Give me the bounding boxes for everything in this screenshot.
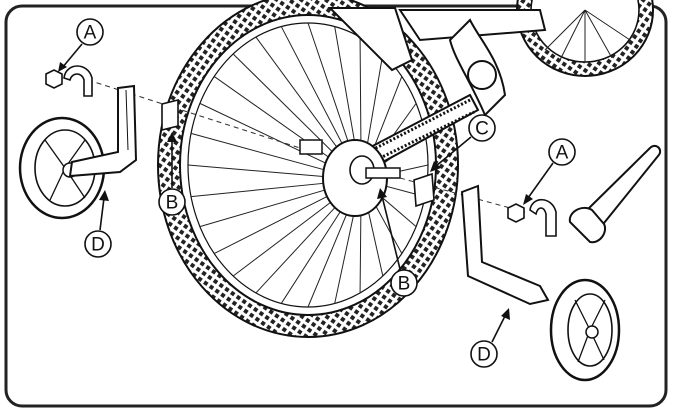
- callout-b-left-label: B: [166, 193, 179, 214]
- right-clip: [529, 198, 557, 237]
- callout-a-left: A: [58, 18, 104, 72]
- rear-spoke: [213, 187, 345, 254]
- callout-d-left-label: D: [91, 235, 105, 256]
- seat-stay: [327, 7, 414, 72]
- left-nut: [45, 69, 63, 89]
- axle: [365, 167, 401, 179]
- wrench-head: [568, 206, 606, 244]
- callout-c: C: [430, 114, 496, 172]
- rear-spoke: [190, 132, 342, 175]
- callout-c-label: C: [475, 119, 489, 140]
- left-washer: [161, 98, 179, 132]
- rear-spoke: [255, 36, 350, 164]
- right-wheel-spokes: [574, 299, 606, 363]
- right-bracket: [460, 184, 550, 306]
- axle-left: [299, 139, 323, 155]
- right-wheel-hub: [585, 325, 599, 339]
- left-nut-and-clip: [45, 65, 93, 97]
- rear-spoke: [190, 181, 342, 198]
- callout-b-center: B: [377, 188, 418, 297]
- callout-a-right-label: A: [556, 143, 569, 164]
- callout-d-right: D: [470, 308, 510, 368]
- rear-hub: [299, 139, 401, 217]
- rear-spoke: [307, 22, 356, 163]
- left-bracket: [68, 84, 138, 178]
- callout-a-left-label: A: [84, 23, 97, 44]
- left-clip: [63, 65, 93, 97]
- right-nut-and-clip: [507, 198, 557, 237]
- callout-b-center-label: B: [398, 274, 411, 295]
- callout-d-right-label: D: [477, 345, 491, 366]
- left-bracket-edge: [125, 89, 129, 151]
- axle-adapter-plate: [413, 172, 435, 208]
- rear-spoke: [187, 164, 342, 179]
- right-nut: [507, 203, 525, 223]
- callout-b-left: B: [158, 132, 186, 216]
- bike-frame: [327, 7, 547, 170]
- bike-rear-wheel: [157, 0, 459, 338]
- rear-spoke: [280, 26, 353, 163]
- wrench-handle: [583, 144, 662, 230]
- bike-front-wheel: [516, 0, 654, 77]
- callout-d-left: D: [84, 190, 112, 258]
- rear-spoke: [232, 190, 347, 277]
- front-spokes: [544, 9, 631, 62]
- rear-spoke: [255, 192, 350, 294]
- rear-spoke: [199, 102, 343, 172]
- wrench-icon: [568, 144, 662, 244]
- crank-hub: [467, 60, 497, 90]
- rear-spoke: [199, 184, 343, 228]
- left-stabilizer: [18, 84, 138, 220]
- right-stabilizer: [460, 184, 621, 382]
- rear-spoke: [232, 53, 347, 166]
- callout-a-right: A: [523, 138, 576, 205]
- left-wheel-spokes: [44, 139, 86, 201]
